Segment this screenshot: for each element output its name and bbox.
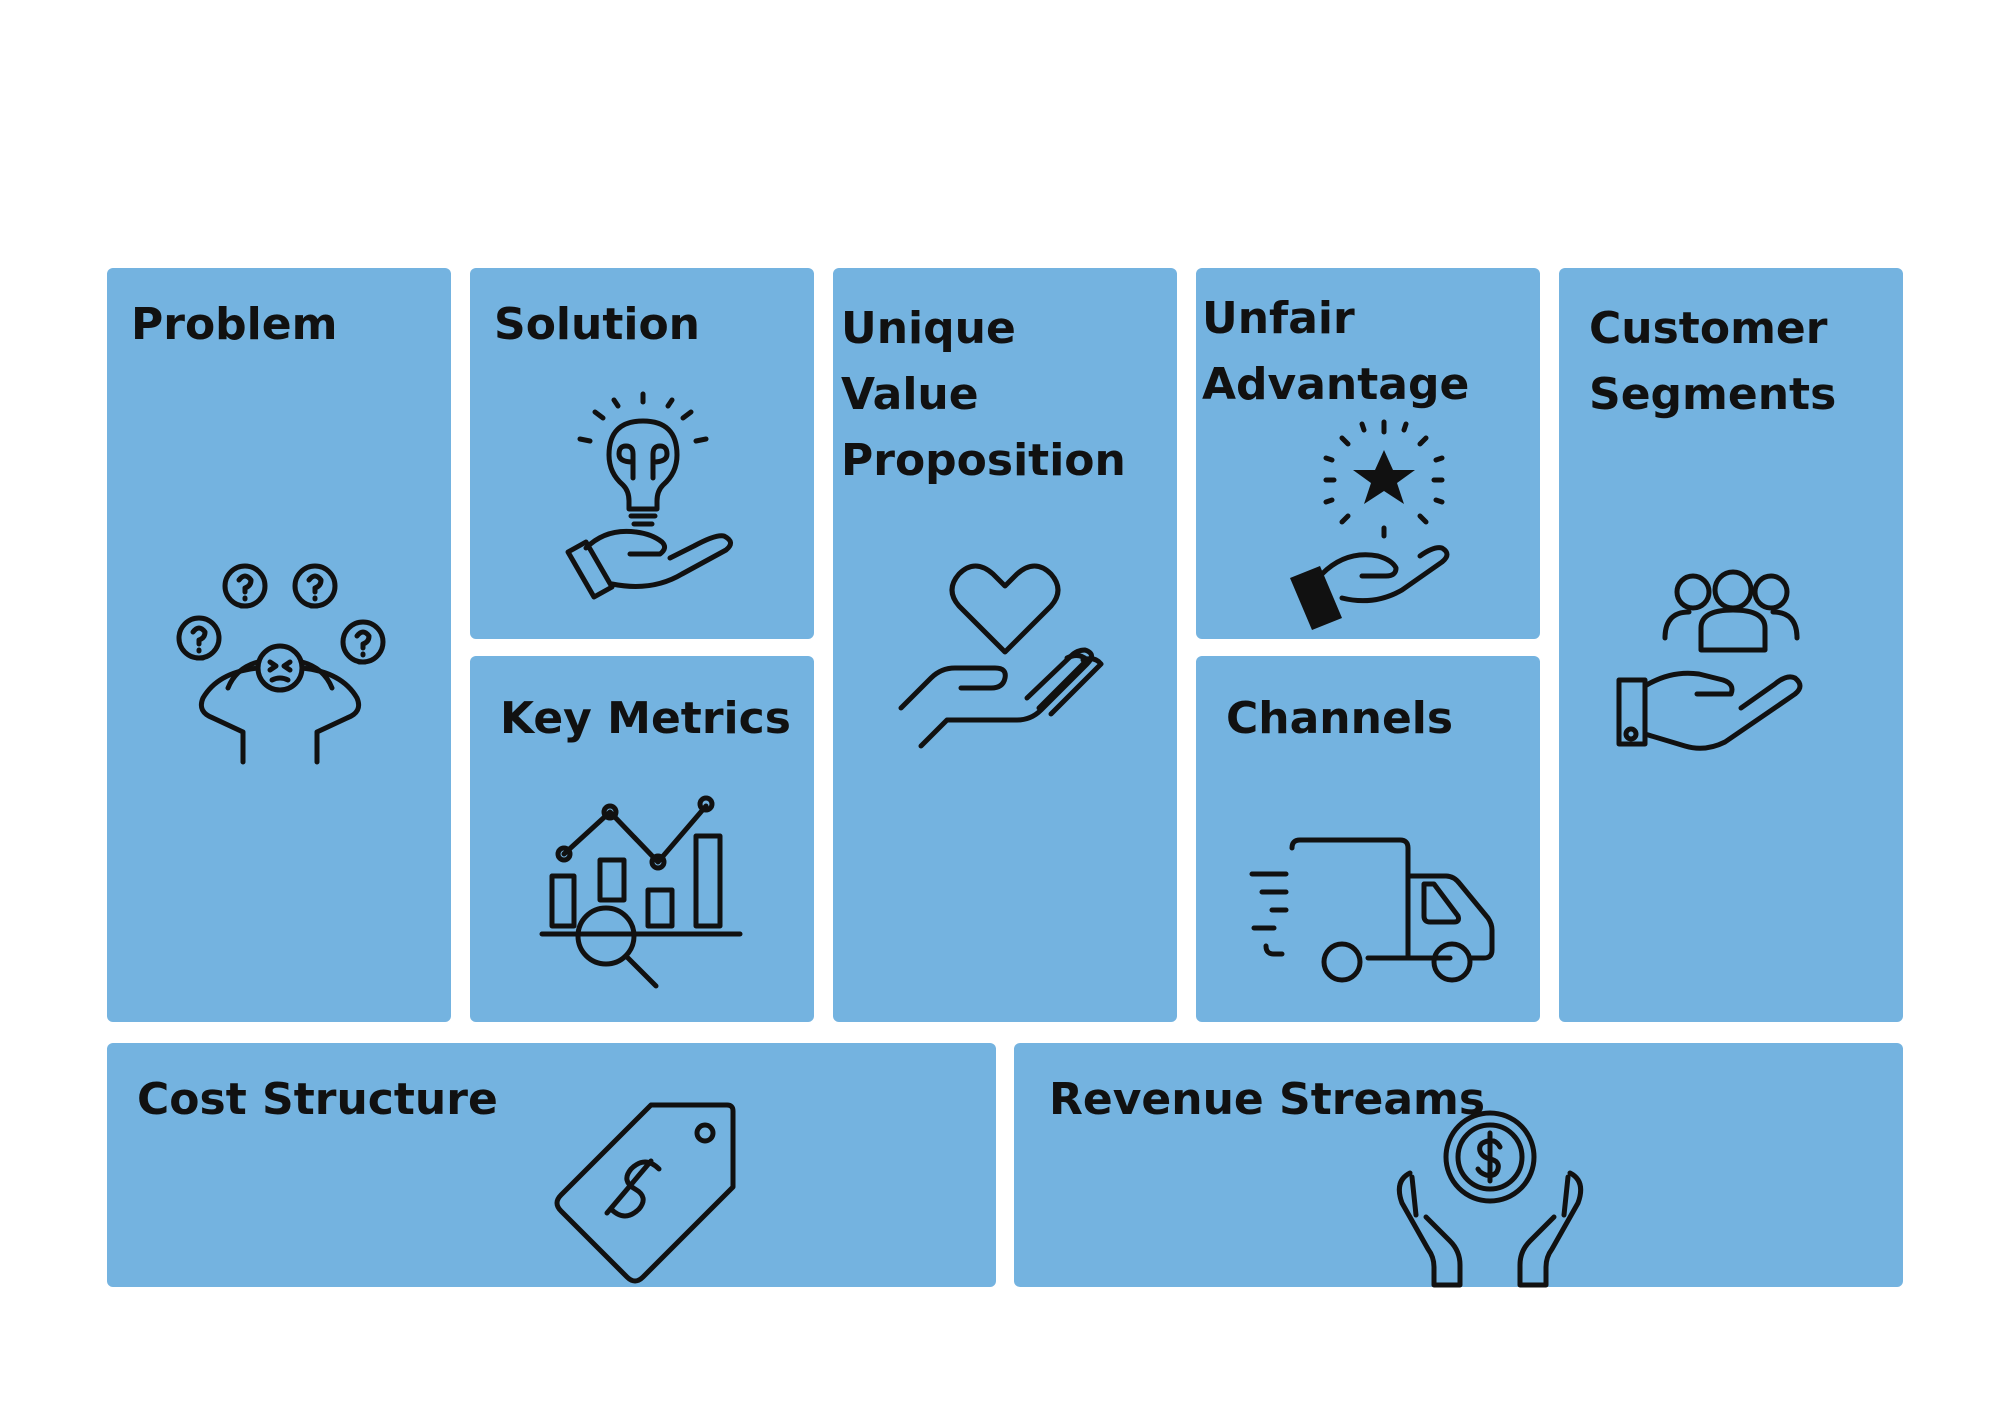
delivery-truck-icon [1249, 834, 1495, 984]
customer-segments-label-line-2-wrap: Segments [1589, 362, 1889, 428]
cost-structure-label: Cost Structure [137, 1074, 498, 1125]
star-hand-icon [1284, 419, 1464, 630]
unfair-advantage-label-line-2: Advantage [1202, 359, 1470, 410]
channels-block: Channels [1196, 656, 1540, 1022]
problem-block: Problem [107, 268, 451, 1022]
price-tag-icon [554, 1099, 739, 1284]
solution-label: Solution [494, 299, 700, 350]
revenue-streams-block: Revenue Streams [1014, 1043, 1903, 1288]
uvp-label-line-2: Value [841, 369, 979, 420]
revenue-streams-label: Revenue Streams [1049, 1074, 1486, 1125]
channels-label: Channels [1226, 693, 1454, 744]
solution-block: Solution [470, 268, 814, 639]
uvp-label-line-3: Proposition [841, 435, 1126, 486]
key-metrics-label: Key Metrics [500, 693, 791, 744]
chart-magnifier-icon [536, 794, 748, 994]
coin-hands-icon [1396, 1110, 1584, 1288]
problem-label: Problem [131, 299, 338, 350]
unfair-advantage-block: Unfair Advantage [1196, 268, 1540, 639]
confused-person-icon [175, 558, 386, 768]
key-metrics-block: Key Metrics [470, 656, 814, 1022]
uvp-label-line-1: Unique [841, 303, 1016, 354]
heart-hand-icon [897, 558, 1113, 754]
unique-value-proposition-block: Unique Value Proposition [833, 268, 1177, 1022]
cost-structure-block: Cost Structure [107, 1043, 996, 1287]
unfair-advantage-label-line-1: Unfair [1202, 293, 1355, 344]
customer-segments-label-line-2: Segments [1589, 369, 1837, 420]
people-hand-icon [1607, 569, 1817, 756]
customer-segments-block: Customer Segments [1559, 268, 1903, 1022]
customer-segments-label-line-1: Customer [1589, 303, 1828, 354]
lightbulb-hand-icon [548, 391, 738, 612]
